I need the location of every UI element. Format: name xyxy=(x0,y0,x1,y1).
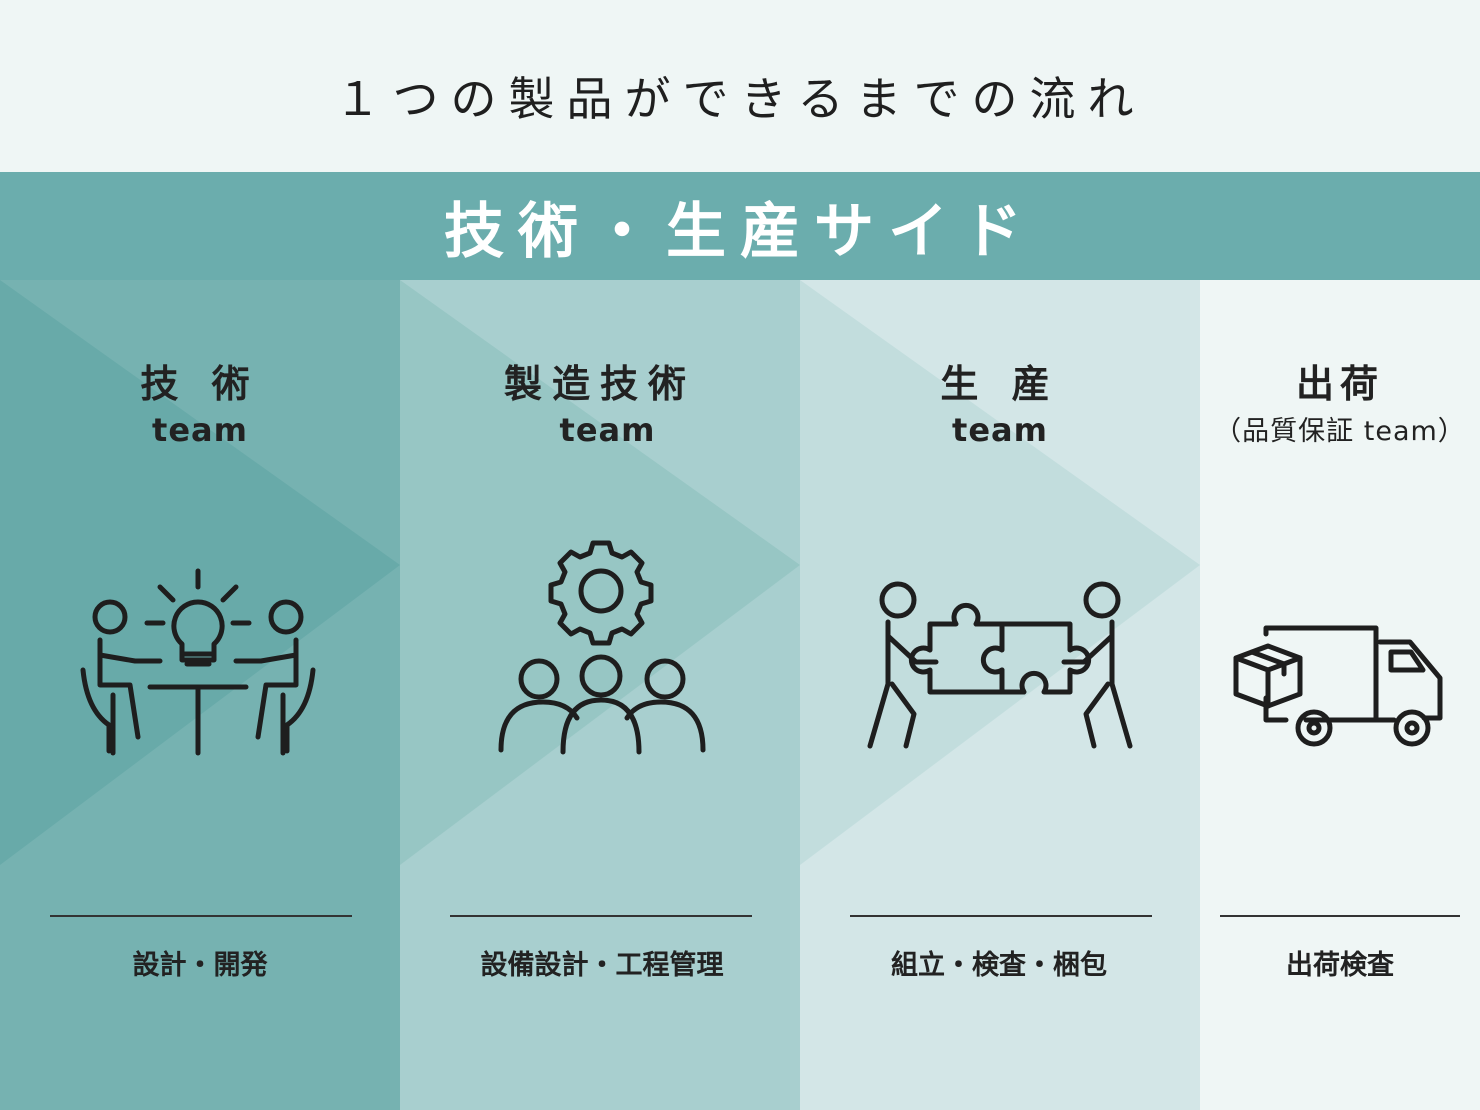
column-description: 設計・開発 xyxy=(132,950,268,981)
meeting-lightbulb-icon xyxy=(80,568,316,756)
divider xyxy=(450,915,752,917)
chevron-shape xyxy=(800,280,1200,865)
column-title: 技 術 xyxy=(140,362,260,406)
puzzle-people-icon xyxy=(867,581,1133,749)
column-title: 製造技術 xyxy=(503,362,696,406)
column-title: 出荷 xyxy=(1295,362,1384,406)
column-production xyxy=(800,280,1200,1110)
divider xyxy=(850,915,1152,917)
column-subtitle: team xyxy=(152,411,248,449)
section-band: 技術・生産サイド xyxy=(0,172,1480,280)
page-title: １つの製品ができるまでの流れ xyxy=(334,72,1146,126)
divider xyxy=(1220,915,1460,917)
column-subtitle: （品質保証 team） xyxy=(1214,416,1466,447)
team-gear-icon xyxy=(498,540,706,755)
column-title: 生 産 xyxy=(940,362,1060,406)
delivery-truck-icon xyxy=(1233,625,1443,747)
column-description: 組立・検査・梱包 xyxy=(891,950,1107,981)
column-description: 出荷検査 xyxy=(1286,950,1394,981)
column-subtitle: team xyxy=(559,411,656,449)
column-shipping xyxy=(1200,280,1480,1110)
divider xyxy=(50,915,352,917)
column-subtitle: team xyxy=(952,411,1048,449)
column-description: 設備設計・工程管理 xyxy=(480,950,724,981)
